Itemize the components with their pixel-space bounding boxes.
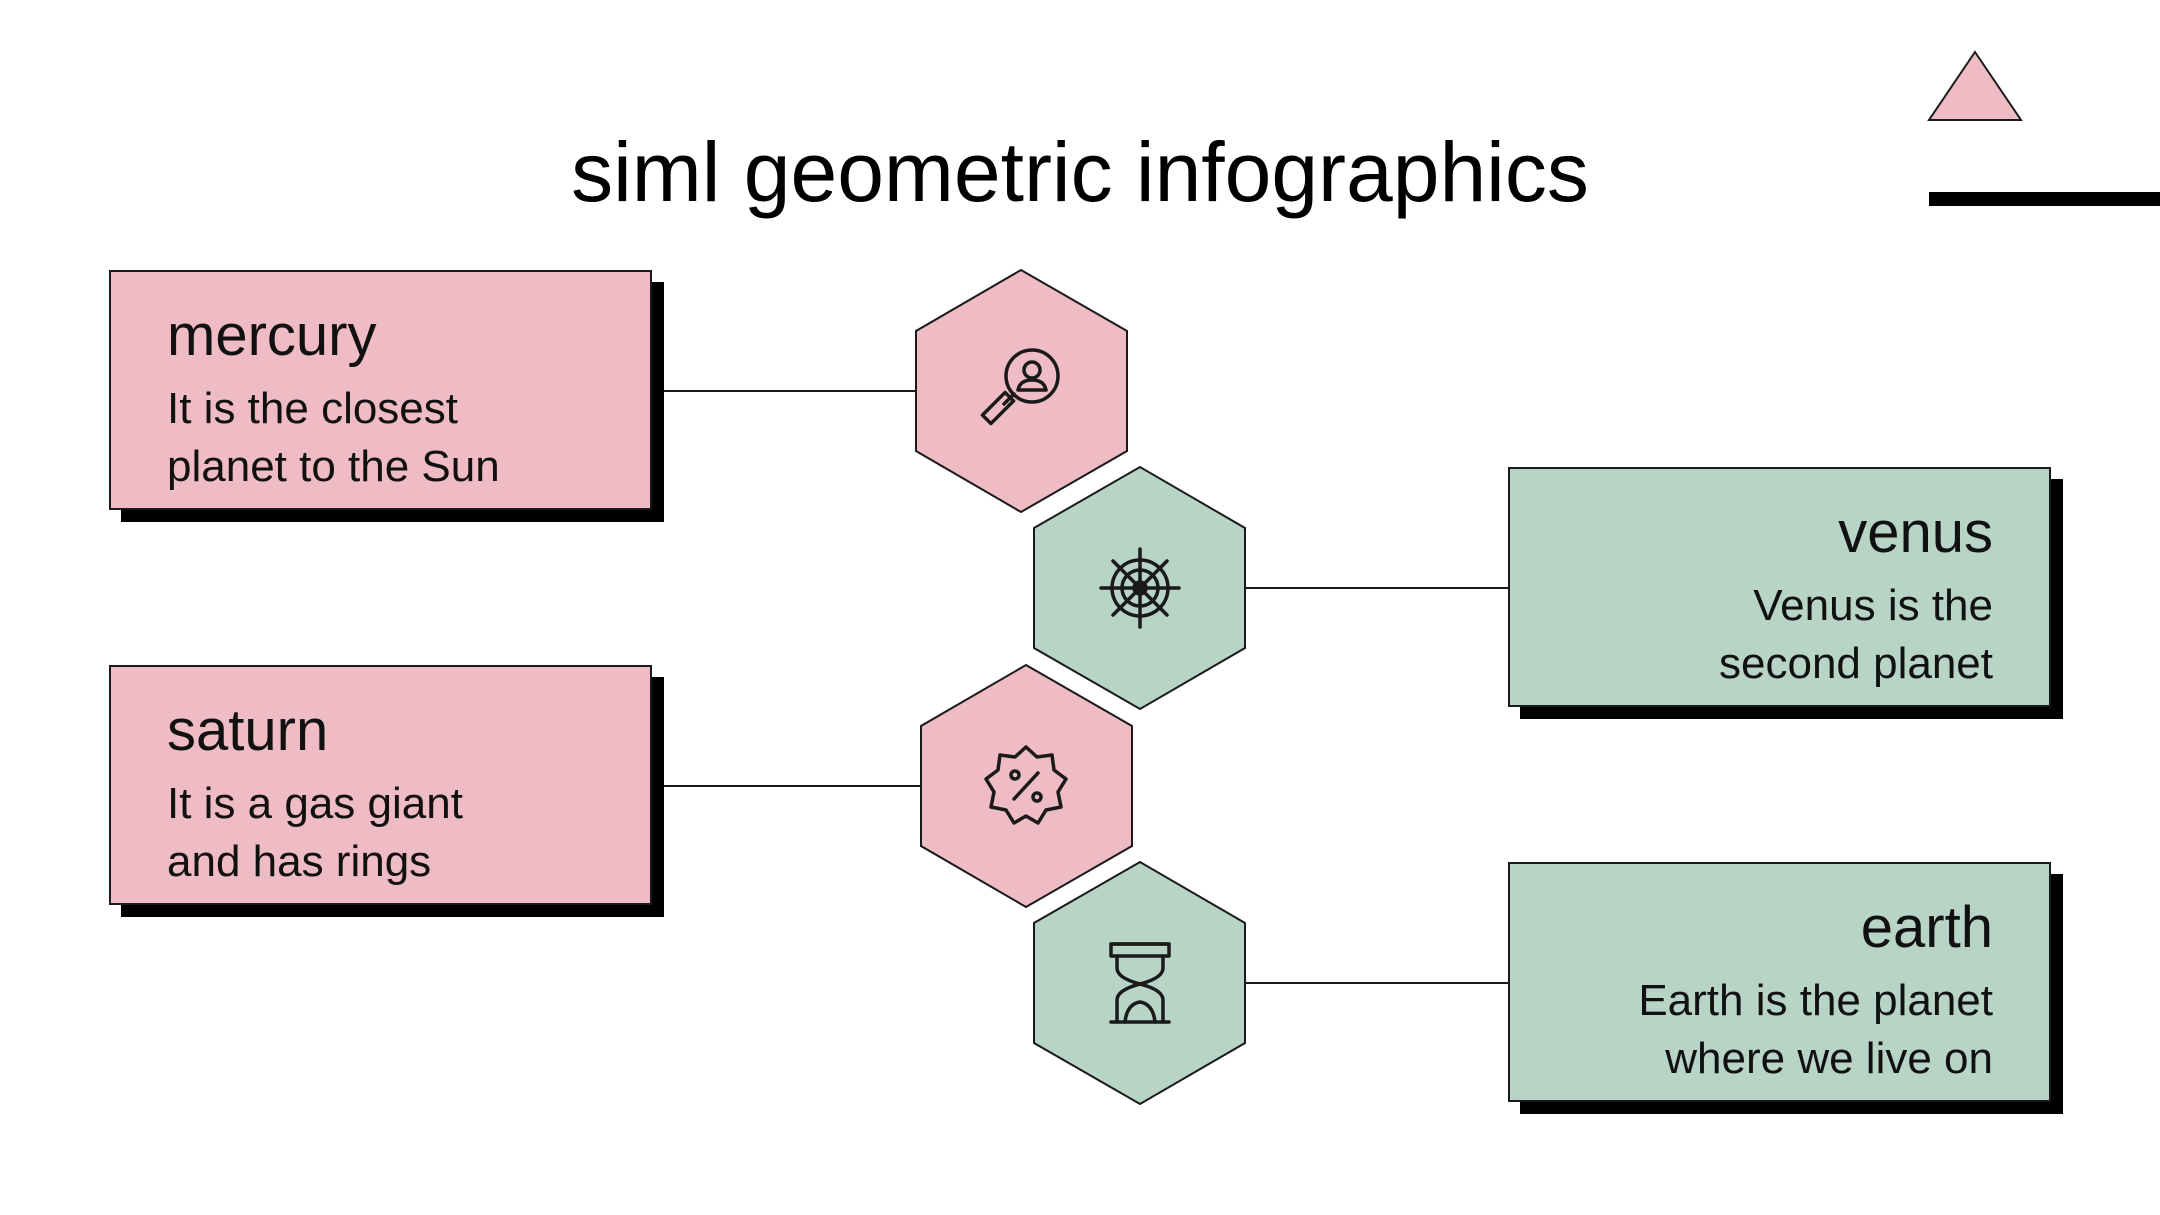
card-earth: earth Earth is the planet where we live …	[1508, 862, 2051, 1102]
card-title: earth	[1860, 895, 1993, 960]
card-description: Venus is the second planet	[1510, 577, 1993, 693]
description-line: second planet	[1719, 639, 1993, 688]
hourglass-icon	[1095, 938, 1185, 1028]
card-description: Earth is the planet where we live on	[1510, 972, 1993, 1088]
card-title: mercury	[167, 303, 377, 368]
description-line: planet to the Sun	[167, 442, 500, 491]
card-venus: venus Venus is the second planet	[1508, 467, 2051, 707]
description-line: Earth is the planet	[1638, 976, 1993, 1025]
ship-wheel-icon	[1095, 543, 1185, 633]
page-title: siml geometric infographics	[571, 125, 1589, 219]
card-description: It is the closest planet to the Sun	[167, 380, 650, 496]
description-line: where we live on	[1665, 1034, 1993, 1083]
description-line: and has rings	[167, 837, 432, 886]
card-title: venus	[1838, 500, 1993, 565]
card-saturn: saturn It is a gas giant and has rings	[109, 665, 652, 905]
description-line: Venus is the	[1753, 581, 1993, 630]
description-line: It is the closest	[167, 384, 459, 433]
description-line: It is a gas giant	[167, 779, 463, 828]
person-magnifier-icon	[976, 346, 1066, 436]
card-mercury: mercury It is the closest planet to the …	[109, 270, 652, 510]
card-title: saturn	[167, 698, 329, 763]
card-description: It is a gas giant and has rings	[167, 775, 650, 891]
discount-badge-icon	[981, 741, 1071, 831]
